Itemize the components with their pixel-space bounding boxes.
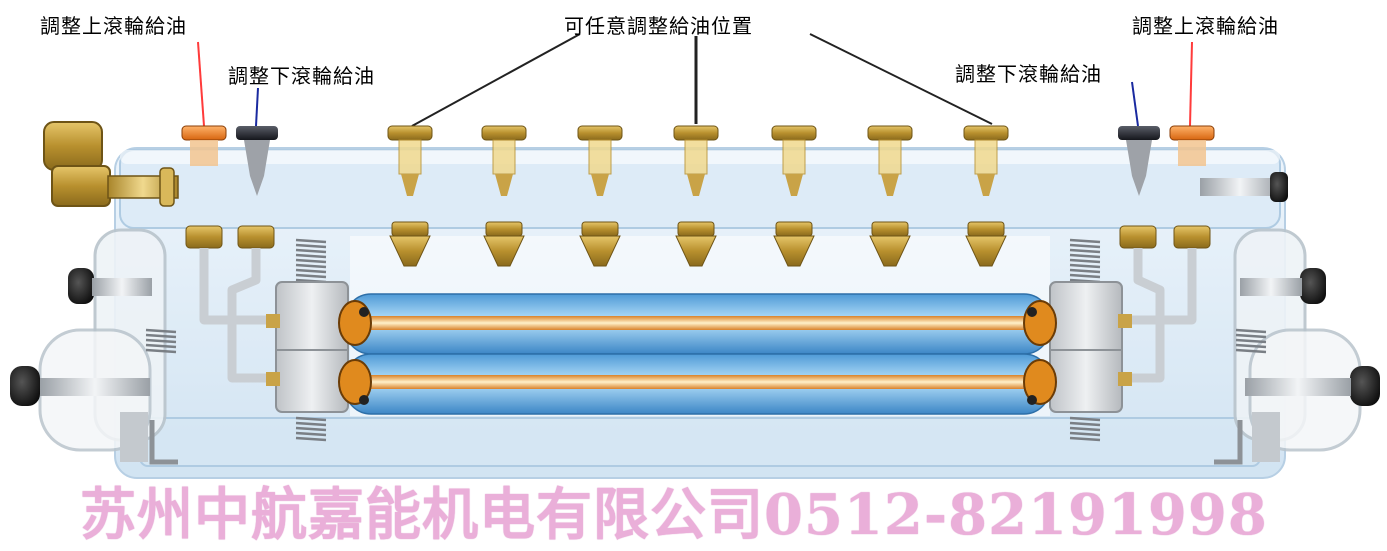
- oil-nozzle: [771, 125, 817, 267]
- lower-roller-valve-right: [1118, 126, 1160, 249]
- bearing-block-left: [266, 281, 349, 413]
- label-upper-roller-right: 調整上滾輪給油: [1132, 14, 1279, 38]
- lower-roller-valve-left: [236, 126, 278, 249]
- oil-pipes-left: [199, 248, 274, 383]
- coil-spring: [295, 416, 327, 442]
- label-any-position: 可任意調整給油位置: [564, 14, 753, 38]
- company-watermark: 苏州中航嘉能机电有限公司0512-82191998: [80, 482, 1268, 548]
- upper-roller-valve-left: [181, 125, 227, 249]
- upper-roller-valve-right: [1169, 125, 1215, 249]
- left-knobs: [10, 268, 152, 406]
- oil-nozzle: [673, 125, 719, 267]
- coil-spring: [145, 328, 177, 354]
- upper-felt-roller: [338, 293, 1057, 355]
- label-lower-roller-left: 調整下滾輪給油: [228, 64, 375, 88]
- coil-spring: [1069, 238, 1101, 284]
- coil-spring: [1235, 328, 1267, 354]
- lower-clips: [149, 420, 1243, 465]
- oil-nozzle: [481, 125, 527, 267]
- coil-spring: [1069, 416, 1101, 442]
- coil-spring: [295, 238, 327, 284]
- oil-nozzle: [577, 125, 623, 267]
- right-fitting: [1200, 172, 1288, 202]
- label-upper-roller-left: 調整上滾輪給油: [40, 14, 187, 38]
- label-lower-roller-right: 調整下滾輪給油: [955, 62, 1102, 86]
- oil-inlet-elbow: [43, 121, 179, 207]
- lower-felt-roller: [338, 353, 1057, 415]
- oil-nozzle: [387, 125, 433, 267]
- oil-pipes-right: [1120, 248, 1197, 383]
- tension-springs: [145, 238, 1267, 442]
- oil-nozzle: [867, 125, 913, 267]
- right-knobs: [1240, 268, 1380, 406]
- oil-nozzle: [963, 125, 1009, 267]
- leader-lines: [197, 33, 1193, 127]
- oil-nozzle-row: [387, 125, 1009, 267]
- bearing-block-right: [1049, 281, 1132, 413]
